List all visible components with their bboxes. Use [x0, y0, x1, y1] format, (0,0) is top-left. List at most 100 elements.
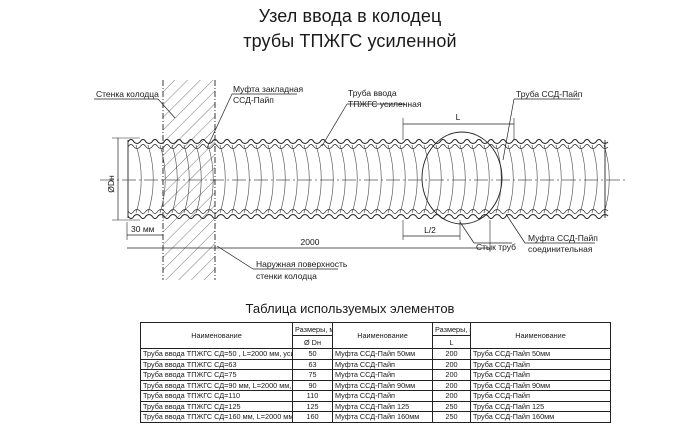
label-ssd-pipe: Труба ССД-Пайп — [516, 89, 583, 99]
pipe-wall-line — [127, 144, 609, 149]
col-header-name-2: Наименование — [332, 322, 433, 349]
pipe-rib — [495, 144, 502, 214]
table-row: Труба ввода ТПЖГС СД=90 мм, L=2000 мм, у… — [140, 379, 611, 391]
cell-length: 200 — [432, 348, 471, 360]
cell-name: Труба ввода ТПЖГС СД=75 — [140, 369, 293, 381]
pipe-rib — [219, 144, 226, 214]
dim-L2: L/2 — [402, 220, 461, 240]
dim-2000: 2000 — [127, 220, 491, 252]
cell-pipe: Труба ССД-Пайп — [470, 358, 611, 370]
label-outer-surface-2: стенки колодца — [256, 271, 317, 281]
pipe-rib — [303, 144, 310, 214]
dim-30mm: 30 мм — [126, 222, 163, 240]
cell-diameter: 50 — [292, 348, 333, 360]
col-header-size-sub: Ø Dн — [292, 335, 333, 349]
drawing-title-line-1: Узел ввода в колодец — [258, 6, 442, 26]
pipe-rib — [579, 144, 586, 214]
pipe-rib — [543, 144, 550, 214]
cell-length: 200 — [432, 369, 471, 381]
pipe-rib — [231, 144, 238, 214]
label-joint: Стык труб — [476, 242, 516, 252]
pipe-rib — [555, 144, 562, 214]
pipe-rib — [387, 144, 394, 214]
label-outer-surface-1: Наружная поверхность — [256, 259, 348, 269]
cell-pipe: Труба ССД-Пайп 50мм — [470, 348, 611, 360]
cell-diameter: 125 — [292, 400, 333, 412]
joint-detail-circle — [421, 131, 503, 225]
drawing-title-line-2: трубы ТПЖГС усиленной — [243, 31, 457, 51]
pipe-rib — [159, 144, 166, 214]
pipe-rib — [339, 144, 346, 214]
cell-name: Труба ввода ТПЖГС СД=63 — [140, 358, 293, 370]
dim-L: L — [402, 112, 515, 140]
label-coupling-1: Муфта ССД-Пайп — [528, 233, 598, 243]
table-row: Труба ввода ТПЖГС СД=50 , L=2000 мм, уси… — [140, 348, 611, 360]
cell-coupling: Муфта ССД-Пайп — [332, 390, 433, 402]
pipe-rib — [459, 144, 466, 214]
pipe-rib — [207, 144, 214, 214]
cell-diameter: 63 — [292, 358, 333, 370]
pipe-rib — [411, 144, 418, 214]
pipe-rib — [363, 144, 370, 214]
pipe-wall-line — [127, 209, 609, 214]
pipe-rib — [135, 144, 142, 214]
diameter-label: ØDн — [106, 175, 116, 193]
pipe-rib — [255, 144, 262, 214]
col-header-size-2-sub: L — [432, 335, 471, 349]
cell-coupling: Муфта ССД-Пайп 160мм — [332, 411, 433, 423]
cell-length: 200 — [432, 390, 471, 402]
pipe-rib — [243, 144, 250, 214]
pipe-rib — [375, 144, 382, 214]
corrugated-pipe — [127, 139, 610, 219]
pipe-rib — [195, 144, 202, 214]
cell-diameter: 75 — [292, 369, 333, 381]
diameter-dimension: ØDн — [106, 137, 140, 221]
table-title: Таблица используемых элементов — [245, 301, 455, 316]
cell-coupling: Муфта ССД-Пайп 90мм — [332, 379, 433, 391]
label-embedded-coupling-1: Муфта закладная — [233, 84, 304, 94]
pipe-rib — [183, 144, 190, 214]
pipe-rib — [507, 144, 514, 214]
cell-diameter: 160 — [292, 411, 333, 423]
pipe-rib — [567, 144, 574, 214]
pipe-rib — [423, 144, 430, 214]
pipe-rib — [519, 144, 526, 214]
dim-L-label: L — [456, 112, 461, 122]
pipe-rib — [147, 144, 154, 214]
label-embedded-coupling-2: ССД-Пайп — [233, 95, 274, 105]
col-header-name-3: Наименование — [470, 322, 611, 349]
cell-pipe: Труба ССД-Пайп — [470, 369, 611, 381]
pipe-rib — [471, 144, 478, 214]
pipe-rib — [291, 144, 298, 214]
col-header-size-2: Размеры, мм — [432, 322, 471, 336]
pipe-rib — [267, 144, 274, 214]
cell-coupling: Муфта ССД-Пайп — [332, 369, 433, 381]
pipe-rib — [435, 144, 442, 214]
cell-length: 250 — [432, 411, 471, 423]
cell-coupling: Муфта ССД-Пайп — [332, 358, 433, 370]
cell-name: Труба ввода ТПЖГС СД=125 — [140, 400, 293, 412]
cell-name: Труба ввода ТПЖГС СД=50 , L=2000 мм, уси… — [140, 348, 293, 360]
pipe-rib — [447, 144, 454, 214]
cell-length: 250 — [432, 400, 471, 412]
cell-pipe: Труба ССД-Пайп — [470, 390, 611, 402]
label-entry-pipe-1: Труба ввода — [348, 88, 397, 98]
label-coupling-2: соединительная — [528, 244, 593, 254]
label-well-wall: Стенка колодца — [96, 89, 159, 99]
pipe-rib — [399, 144, 406, 214]
pipe-wall-line — [127, 139, 609, 144]
cell-coupling: Муфта ССД-Пайп 125 — [332, 400, 433, 412]
cell-coupling: Муфта ССД-Пайп 50мм — [332, 348, 433, 360]
pipe-assembly-drawing: ØDн 30 мм 2000 L L/2 — [94, 80, 625, 281]
dim-2000-label: 2000 — [301, 237, 320, 247]
pipe-rib — [483, 144, 490, 214]
table-row: Труба ввода ТПЖГС СД=160 мм, L=2000 мм, … — [140, 411, 611, 423]
cell-pipe: Труба ССД-Пайп 90мм — [470, 379, 611, 391]
pipe-rib — [603, 144, 610, 214]
dim-L2-label: L/2 — [424, 225, 436, 235]
pipe-rib — [171, 144, 178, 214]
elements-table: Наименование Размеры, мм Наименование Ра… — [140, 322, 611, 423]
leader-lines — [94, 93, 595, 270]
